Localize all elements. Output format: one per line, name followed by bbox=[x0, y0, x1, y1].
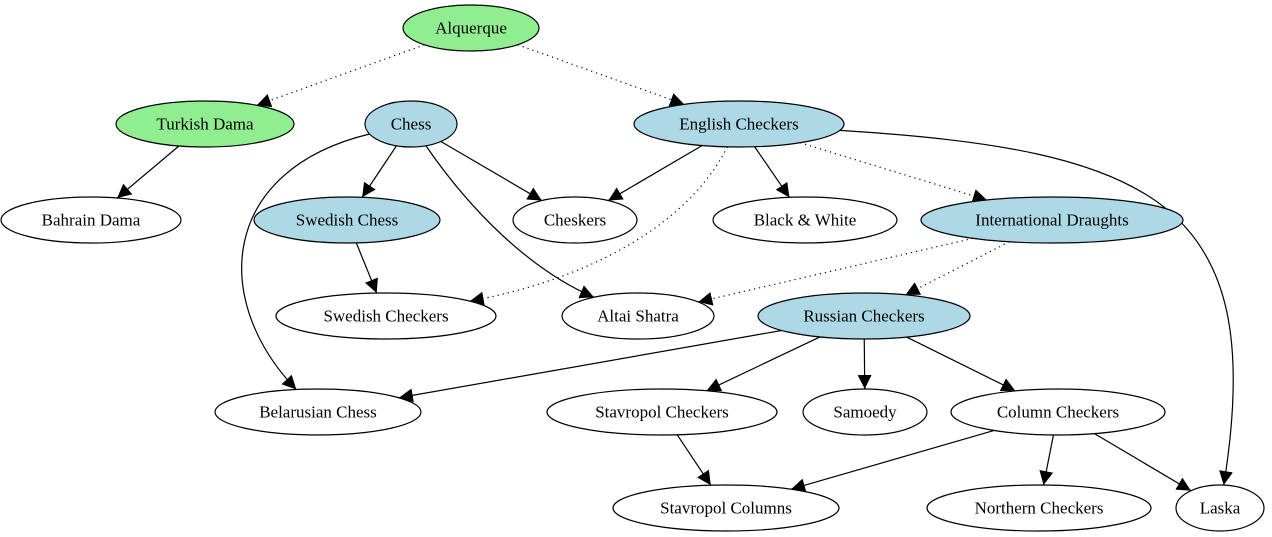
node-label-swedish-checkers: Swedish Checkers bbox=[323, 307, 448, 326]
node-column-checkers: Column Checkers bbox=[950, 388, 1166, 436]
node-ellipse-altai-shatra bbox=[561, 292, 715, 340]
node-international-draughts: International Draughts bbox=[920, 196, 1184, 244]
node-ellipse-chess bbox=[364, 100, 458, 148]
node-northern-checkers: Northern Checkers bbox=[926, 484, 1152, 532]
edge-alquerque-to-english-checkers bbox=[517, 44, 685, 107]
node-ellipse-swedish-checkers bbox=[275, 292, 497, 340]
edge-english-checkers-to-international-draughts bbox=[799, 142, 988, 203]
node-ellipse-alquerque bbox=[402, 4, 540, 52]
edge-chess-to-altai-shatra bbox=[425, 145, 595, 299]
edge-stavropol-checkers-to-stavropol-columns bbox=[676, 434, 712, 486]
edge-international-draughts-to-altai-shatra bbox=[698, 237, 974, 306]
node-laska: Laska bbox=[1175, 484, 1265, 532]
node-bahrain-dama: Bahrain Dama bbox=[0, 196, 182, 244]
node-ellipse-stavropol-columns bbox=[612, 484, 840, 532]
edge-english-checkers-to-black-white bbox=[754, 146, 790, 198]
edge-chess-to-swedish-chess bbox=[361, 145, 397, 198]
node-ellipse-international-draughts bbox=[920, 196, 1184, 244]
edge-chess-to-belarusian-chess bbox=[241, 133, 370, 390]
node-alquerque: Alquerque bbox=[402, 4, 540, 52]
node-label-turkish-dama: Turkish Dama bbox=[156, 115, 254, 134]
edge-russian-checkers-to-stavropol-checkers bbox=[706, 336, 821, 392]
node-label-stavropol-columns: Stavropol Columns bbox=[660, 499, 792, 518]
node-label-bahrain-dama: Bahrain Dama bbox=[42, 211, 141, 230]
node-russian-checkers: Russian Checkers bbox=[757, 292, 971, 340]
node-label-swedish-chess: Swedish Chess bbox=[296, 211, 398, 230]
node-swedish-checkers: Swedish Checkers bbox=[275, 292, 497, 340]
edge-swedish-chess-to-swedish-checkers bbox=[355, 242, 378, 294]
node-label-laska: Laska bbox=[1200, 499, 1241, 518]
edge-russian-checkers-to-belarusian-chess bbox=[398, 329, 782, 403]
node-altai-shatra: Altai Shatra bbox=[561, 292, 715, 340]
node-ellipse-laska bbox=[1175, 484, 1265, 532]
node-label-samoedy: Samoedy bbox=[833, 403, 897, 422]
edge-english-checkers-to-cheskers bbox=[607, 145, 703, 202]
edge-english-checkers-to-swedish-checkers bbox=[469, 146, 728, 306]
node-label-russian-checkers: Russian Checkers bbox=[803, 307, 924, 326]
edge-russian-checkers-to-column-checkers bbox=[906, 336, 1016, 392]
node-stavropol-checkers: Stavropol Checkers bbox=[546, 388, 778, 436]
node-ellipse-samoedy bbox=[802, 388, 928, 436]
edge-russian-checkers-to-samoedy bbox=[857, 338, 872, 390]
node-label-belarusian-chess: Belarusian Chess bbox=[259, 403, 377, 422]
edge-chess-to-cheskers bbox=[440, 140, 543, 202]
node-label-column-checkers: Column Checkers bbox=[997, 403, 1119, 422]
edge-turkish-dama-to-bahrain-dama bbox=[116, 145, 180, 199]
edge-international-draughts-to-russian-checkers bbox=[905, 241, 1010, 296]
node-english-checkers: English Checkers bbox=[633, 100, 845, 148]
node-ellipse-stavropol-checkers bbox=[546, 388, 778, 436]
node-ellipse-column-checkers bbox=[950, 388, 1166, 436]
node-label-cheskers: Cheskers bbox=[544, 211, 606, 230]
node-ellipse-turkish-dama bbox=[115, 100, 295, 148]
edge-column-checkers-to-laska bbox=[1094, 433, 1192, 492]
node-ellipse-northern-checkers bbox=[926, 484, 1152, 532]
node-swedish-chess: Swedish Chess bbox=[253, 196, 441, 244]
node-ellipse-english-checkers bbox=[633, 100, 845, 148]
node-chess: Chess bbox=[364, 100, 458, 148]
node-ellipse-russian-checkers bbox=[757, 292, 971, 340]
node-label-international-draughts: International Draughts bbox=[975, 211, 1128, 230]
node-label-black-white: Black & White bbox=[754, 211, 857, 230]
node-label-altai-shatra: Altai Shatra bbox=[597, 307, 679, 326]
edge-column-checkers-to-stavropol-columns bbox=[790, 429, 995, 493]
node-ellipse-swedish-chess bbox=[253, 196, 441, 244]
node-label-stavropol-checkers: Stavropol Checkers bbox=[595, 403, 729, 422]
node-cheskers: Cheskers bbox=[512, 196, 638, 244]
node-ellipse-bahrain-dama bbox=[0, 196, 182, 244]
node-belarusian-chess: Belarusian Chess bbox=[214, 388, 422, 436]
node-ellipse-belarusian-chess bbox=[214, 388, 422, 436]
edge-column-checkers-to-northern-checkers bbox=[1039, 434, 1055, 486]
edge-alquerque-to-turkish-dama bbox=[256, 44, 425, 108]
node-turkish-dama: Turkish Dama bbox=[115, 100, 295, 148]
node-label-alquerque: Alquerque bbox=[435, 19, 507, 38]
node-ellipse-black-white bbox=[712, 196, 898, 244]
node-label-northern-checkers: Northern Checkers bbox=[975, 499, 1104, 518]
node-label-chess: Chess bbox=[391, 115, 432, 134]
node-stavropol-columns: Stavropol Columns bbox=[612, 484, 840, 532]
node-black-white: Black & White bbox=[712, 196, 898, 244]
node-samoedy: Samoedy bbox=[802, 388, 928, 436]
node-ellipse-cheskers bbox=[512, 196, 638, 244]
node-label-english-checkers: English Checkers bbox=[679, 115, 798, 134]
